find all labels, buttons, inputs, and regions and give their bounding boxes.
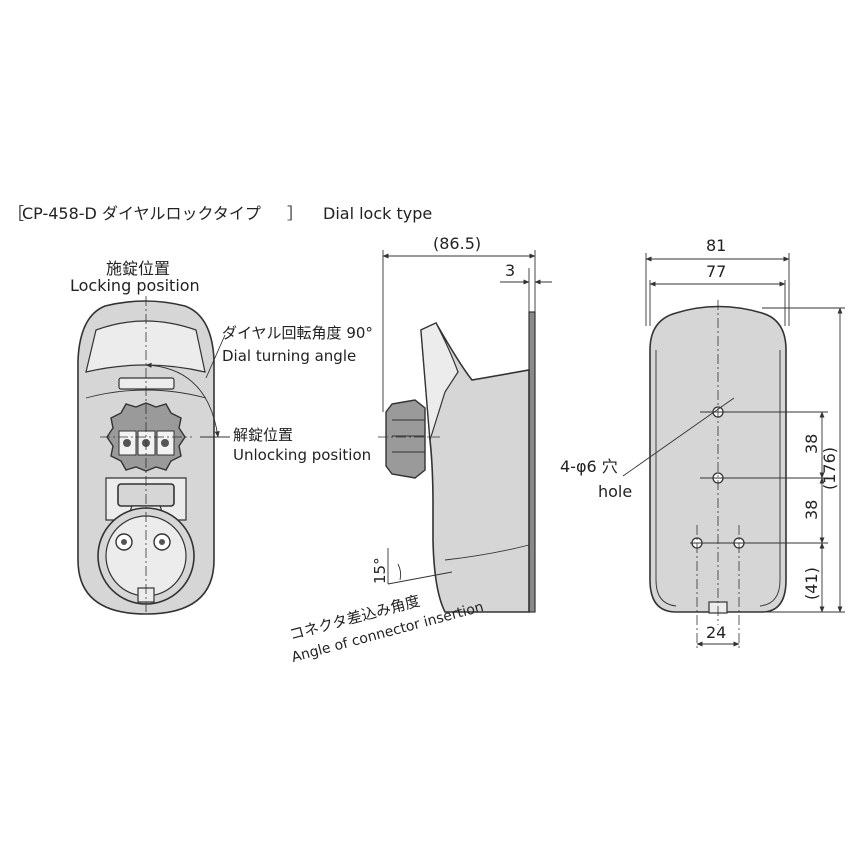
depth-dim-label: (86.5)	[433, 234, 481, 253]
title-english: Dial lock type	[323, 204, 432, 223]
front-view: 施錠位置 Locking position ダイヤ	[70, 259, 373, 615]
front-upper-panel	[85, 320, 206, 373]
hole-label-en: hole	[598, 482, 632, 501]
unlocking-position-jp: 解錠位置	[233, 426, 293, 444]
unlocking-position-en: Unlocking position	[233, 446, 371, 464]
front-slot	[118, 377, 175, 390]
socket-pin-right-core	[159, 539, 165, 545]
side-body	[420, 321, 530, 613]
title-bracket-close: ］	[287, 204, 303, 223]
title-bracket-open: ［	[8, 204, 24, 223]
back-body	[649, 305, 787, 613]
locking-position-jp: 施錠位置	[106, 259, 170, 278]
back-view: 81 77 38 38 (41) (176) 2	[560, 236, 845, 650]
pitch-2-label: 38	[802, 500, 821, 520]
side-dial-knob	[385, 399, 426, 479]
angle-ref-incline	[387, 571, 453, 585]
locking-position-en: Locking position	[70, 276, 200, 295]
title-model: CP-458-D ダイヤルロックタイプ	[22, 204, 261, 223]
back-inner-edge-right	[759, 350, 781, 607]
dial-digit-mark-1	[123, 439, 131, 447]
angle-arc	[397, 563, 402, 581]
width-outer-label: 81	[706, 236, 726, 255]
plate-dim-label: 3	[505, 261, 515, 280]
dial-angle-jp: ダイヤル回転角度 90°	[222, 324, 373, 342]
bottom-offset-label: (41)	[802, 567, 821, 600]
side-mounting-plate	[528, 311, 536, 613]
dial-angle-leader	[205, 334, 226, 379]
height-total-label: (176)	[820, 447, 839, 490]
hole-spacing-label: 24	[706, 623, 726, 642]
socket-pin-left-core	[121, 539, 127, 545]
pitch-1-label: 38	[802, 434, 821, 454]
dial-angle-en: Dial turning angle	[222, 347, 356, 365]
dial-angle-arc	[145, 362, 220, 438]
back-inner-edge-left	[655, 350, 677, 607]
hole-label-jp: 4-φ6 穴	[560, 457, 618, 476]
width-inner-label: 77	[706, 262, 726, 281]
side-body-face	[420, 322, 459, 441]
side-body-edge	[444, 544, 530, 561]
dial-digit-mark-3	[161, 439, 169, 447]
hole-leader	[622, 397, 735, 477]
angle-dim-label: 15°	[371, 557, 389, 584]
